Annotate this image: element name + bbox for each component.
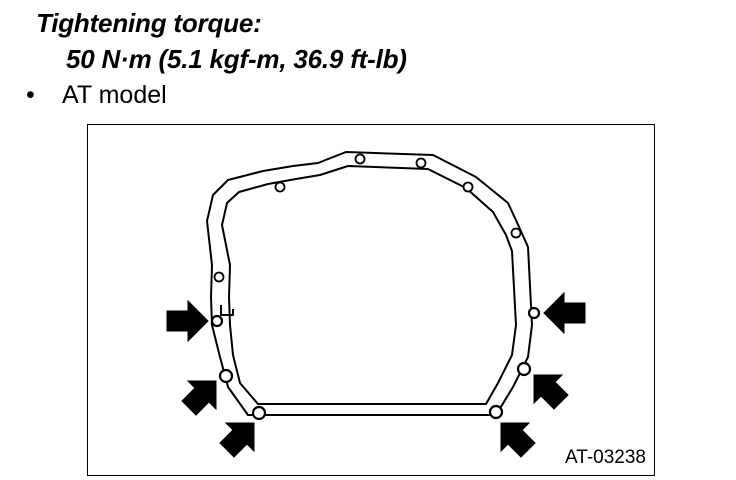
arrow-icon: [181, 380, 217, 416]
arrow-icon: [543, 291, 586, 335]
target-bolt-hole: [488, 404, 504, 420]
arrow-icon: [219, 422, 255, 458]
model-label: AT model: [62, 81, 167, 109]
target-bolt-hole: [251, 405, 267, 421]
gasket-outer-outline: [206, 151, 533, 416]
target-bolt-hole: [516, 361, 532, 377]
bolt-hole: [213, 271, 225, 283]
torque-value: 50 N·m (5.1 kgf-m, 36.9 ft-lb): [66, 44, 407, 74]
gasket-notch: [220, 305, 234, 316]
figure-code: AT-03238: [565, 447, 646, 468]
arrow-icon: [533, 374, 569, 410]
bullet-symbol: •: [26, 81, 35, 109]
gasket-illustration: [166, 151, 586, 458]
arrow-icon: [500, 422, 536, 458]
model-bullet: • AT model: [26, 81, 167, 110]
bolt-hole: [415, 157, 427, 169]
target-bolt-hole: [527, 306, 541, 320]
bolt-hole: [462, 181, 474, 193]
arrow-icon: [166, 299, 209, 343]
target-bolt-hole: [210, 314, 224, 328]
target-bolt-hole: [218, 368, 234, 384]
gasket-inner-outline: [221, 165, 517, 405]
bolt-hole: [274, 181, 286, 193]
torque-heading: Tightening torque:: [36, 8, 262, 38]
figure-frame: AT-03238: [87, 124, 655, 476]
bolt-hole: [354, 153, 366, 165]
bolt-hole: [510, 227, 522, 239]
